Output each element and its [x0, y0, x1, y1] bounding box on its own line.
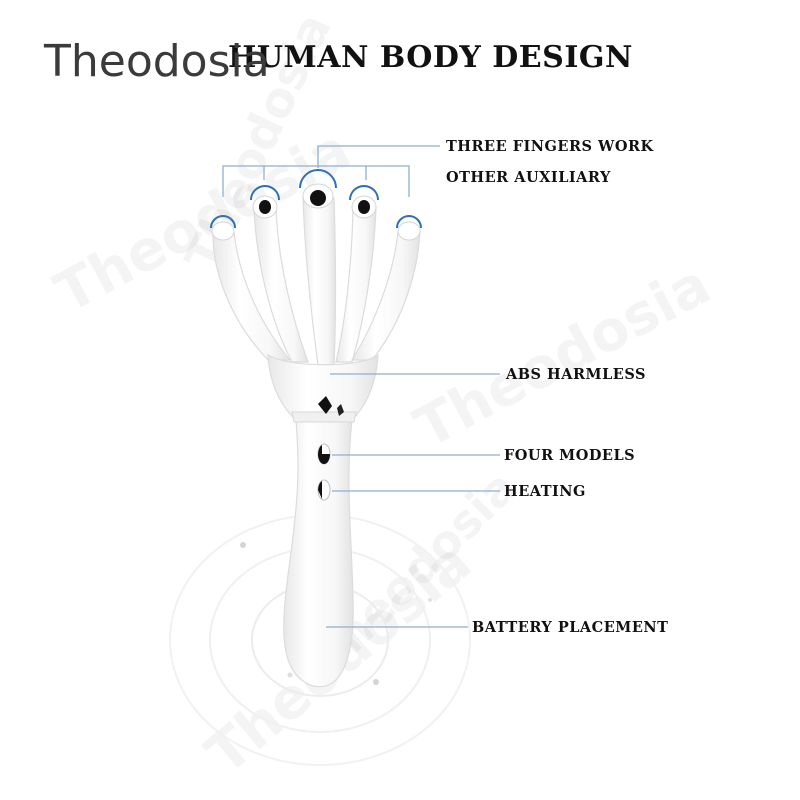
tip-rings — [210, 169, 422, 229]
label-four-models: FOUR MODELS — [504, 447, 636, 464]
label-battery-placement: BATTERY PLACEMENT — [472, 619, 669, 636]
label-abs-harmless: ABS HARMLESS — [506, 366, 646, 383]
finger-tips — [211, 183, 421, 241]
page-title: HUMAN BODY DESIGN — [228, 40, 633, 75]
massager-body — [267, 353, 379, 688]
label-heating: HEATING — [504, 483, 586, 500]
label-three-fingers: THREE FINGERS WORK — [446, 138, 654, 155]
massager-fingers — [212, 197, 421, 366]
brand-logo-text: Theodosia — [44, 36, 270, 87]
callout-lines — [222, 145, 500, 628]
control-buttons — [317, 443, 331, 501]
label-other-auxiliary: OTHER AUXILIARY — [446, 169, 611, 186]
